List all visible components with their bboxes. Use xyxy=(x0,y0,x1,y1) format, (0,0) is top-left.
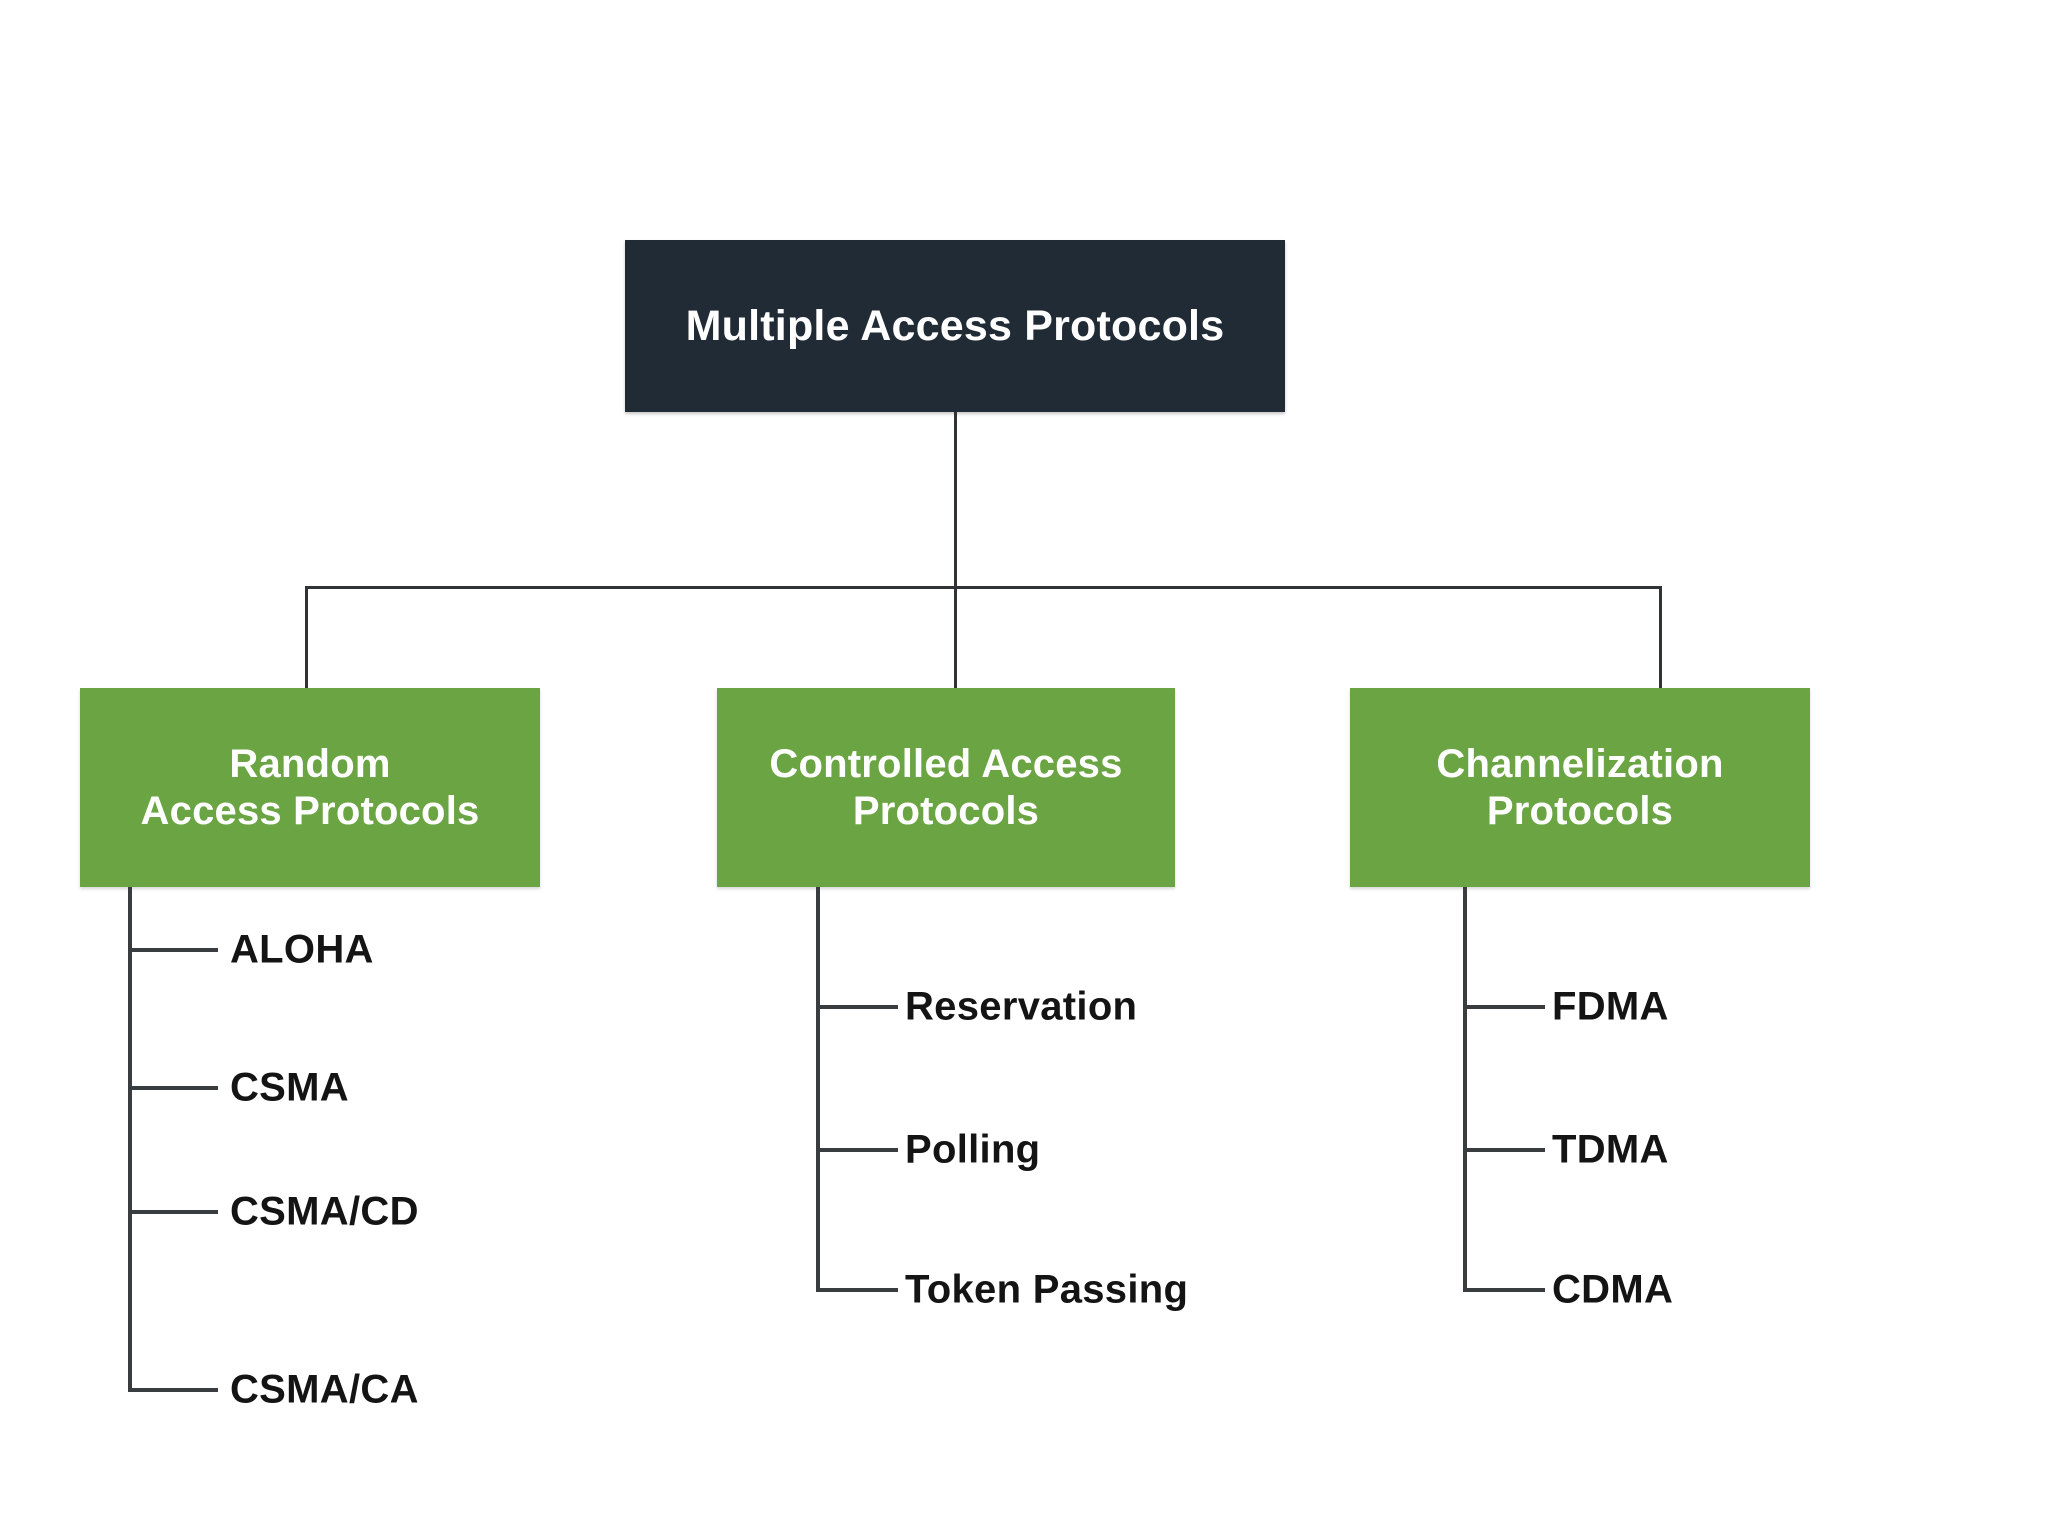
connector-leaf-tick-reservation xyxy=(816,1005,898,1009)
connector-root-to-bus xyxy=(954,412,957,588)
connector-leaf-tick-aloha xyxy=(128,948,218,952)
leaf-label-csma-cd: CSMA/CD xyxy=(230,1189,419,1234)
connector-branch-2-stem xyxy=(816,887,820,1291)
leaf-label-csma-ca: CSMA/CA xyxy=(230,1367,419,1412)
leaf-label-reservation: Reservation xyxy=(905,984,1138,1029)
branch-node-3-label: Channelization Protocols xyxy=(1436,742,1724,833)
leaf-label-tdma: TDMA xyxy=(1552,1127,1669,1172)
leaf-label-fdma: FDMA xyxy=(1552,984,1669,1029)
connector-leaf-tick-polling xyxy=(816,1148,898,1152)
connector-leaf-tick-token-passing xyxy=(816,1288,898,1292)
connector-leaf-tick-csma xyxy=(128,1086,218,1090)
connector-leaf-tick-tdma xyxy=(1463,1148,1545,1152)
connector-leaf-tick-csma-cd xyxy=(128,1210,218,1214)
connector-leaf-tick-cdma xyxy=(1463,1288,1545,1292)
connector-bus-to-branch-3 xyxy=(1659,586,1662,690)
connector-bus-to-branch-2 xyxy=(954,586,957,690)
connector-leaf-tick-fdma xyxy=(1463,1005,1545,1009)
leaf-label-cdma: CDMA xyxy=(1552,1267,1674,1312)
leaf-label-polling: Polling xyxy=(905,1127,1041,1172)
branch-node-random-access-protocols: Random Access Protocols xyxy=(80,688,540,887)
leaf-label-token-passing: Token Passing xyxy=(905,1267,1189,1312)
branch-node-2-label: Controlled Access Protocols xyxy=(769,742,1123,833)
connector-horizontal-bus xyxy=(305,586,1662,589)
root-node-label: Multiple Access Protocols xyxy=(685,302,1225,351)
connector-branch-3-stem xyxy=(1463,887,1467,1291)
connector-branch-1-stem xyxy=(128,887,132,1391)
root-node-multiple-access-protocols: Multiple Access Protocols xyxy=(625,240,1285,412)
connector-leaf-tick-csma-ca xyxy=(128,1388,218,1392)
leaf-label-aloha: ALOHA xyxy=(230,927,374,972)
connector-bus-to-branch-1 xyxy=(305,586,308,690)
branch-node-controlled-access-protocols: Controlled Access Protocols xyxy=(717,688,1175,887)
branch-node-channelization-protocols: Channelization Protocols xyxy=(1350,688,1810,887)
leaf-label-csma: CSMA xyxy=(230,1065,349,1110)
branch-node-1-label: Random Access Protocols xyxy=(140,742,480,833)
